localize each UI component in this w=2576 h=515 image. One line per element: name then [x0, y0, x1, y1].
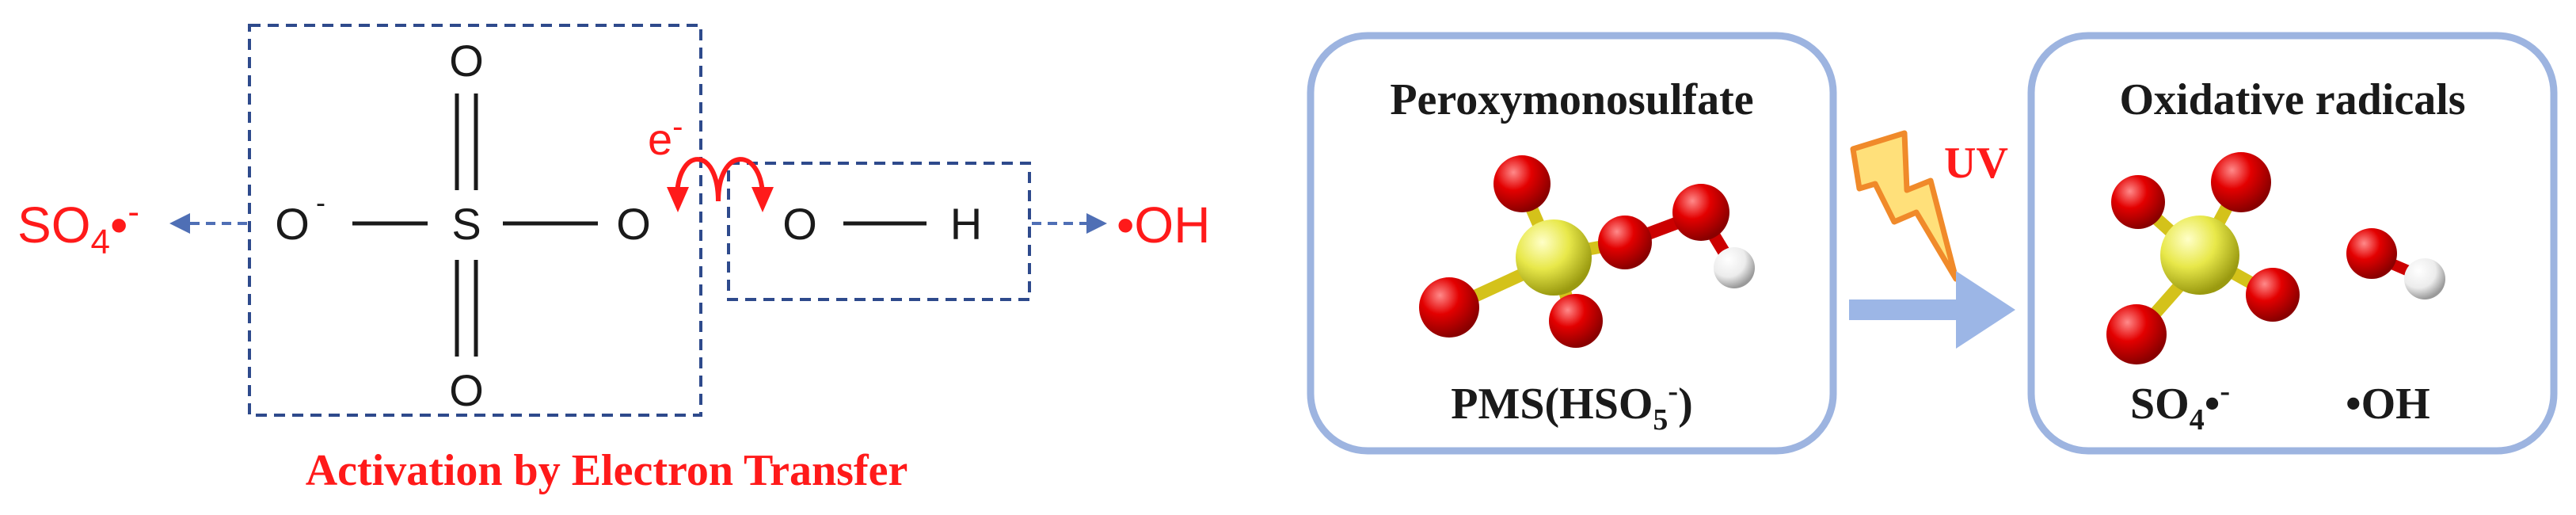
pms-hydrogen [1714, 247, 1755, 288]
curved-arrow-right [716, 157, 765, 202]
electron-transfer-arrows [675, 157, 765, 202]
hydroxyl-dashed-box [727, 162, 1031, 301]
hydroxyl-hydrogen [2404, 258, 2445, 299]
arrow-to-sulfate-radical-head [169, 213, 190, 234]
sulfate-oxygen-bottom-left [2106, 304, 2167, 364]
hydroxyl-radical-label: •OH [1117, 196, 1210, 254]
sulfate-dashed-box [248, 24, 702, 417]
atom-oxygen-bottom: O [449, 365, 484, 415]
pms-molecule [1419, 155, 1755, 348]
atom-sulfur: S [451, 199, 481, 249]
pms-oxygen-top [1493, 155, 1551, 212]
uv-label: UV [1944, 139, 2008, 188]
radical-sulfate-label: SO4•- [2130, 375, 2230, 437]
curved-arrow-right-head [751, 187, 774, 212]
atom-oxygen-top: O [449, 36, 484, 86]
hydroxyl-radical-molecule [2346, 228, 2445, 299]
atom-hydrogen: H [950, 199, 982, 249]
sulfate-oxygen-top-left [2111, 175, 2165, 229]
sulfate-radical-molecule [2106, 152, 2300, 364]
arrow-to-hydroxyl-radical-head [1086, 213, 1107, 234]
curved-arrow-left [675, 157, 721, 202]
uv-reaction-arrow-head [1956, 271, 2015, 349]
hydroxyl-oxygen [2346, 228, 2397, 279]
radicals-box-title: Oxidative radicals [2119, 75, 2465, 124]
atom-oxygen-peroxide-2: O [782, 199, 817, 249]
sulfate-oxygen-right [2246, 268, 2300, 322]
pms-sulfur [1516, 219, 1592, 296]
sulfate-radical-label: SO4•- [17, 193, 139, 261]
left-panel: O O S O - O O H e- SO4•- •OH Activation … [17, 24, 1210, 495]
pms-formula: PMS(HSO5-) [1451, 375, 1692, 437]
pms-oxygen-peroxide-1 [1598, 216, 1652, 269]
uv-reaction-arrow-shaft [1849, 299, 1960, 320]
right-panel: Peroxymonosulfate PMS(HSO5-) UV [1307, 32, 2558, 455]
sulfate-oxygen-top-right [2211, 152, 2271, 212]
radical-hydroxyl-label: •OH [2346, 380, 2430, 429]
pms-oxygen-peroxide-2 [1672, 184, 1729, 241]
activation-caption: Activation by Electron Transfer [306, 446, 908, 495]
bond-lines [352, 93, 927, 357]
pms-oxygen-bottom [1549, 294, 1603, 348]
curved-arrow-left-head [667, 187, 689, 212]
electron-label: e- [648, 109, 683, 164]
anion-charge: - [316, 186, 325, 219]
pms-box-title: Peroxymonosulfate [1390, 75, 1753, 124]
atom-oxygen-peroxide-1: O [616, 199, 651, 249]
sulfate-sulfur [2160, 216, 2239, 295]
atom-oxygen-anion: O [275, 199, 310, 249]
lightning-icon [1850, 130, 1959, 282]
pms-oxygen-left [1419, 277, 1479, 338]
